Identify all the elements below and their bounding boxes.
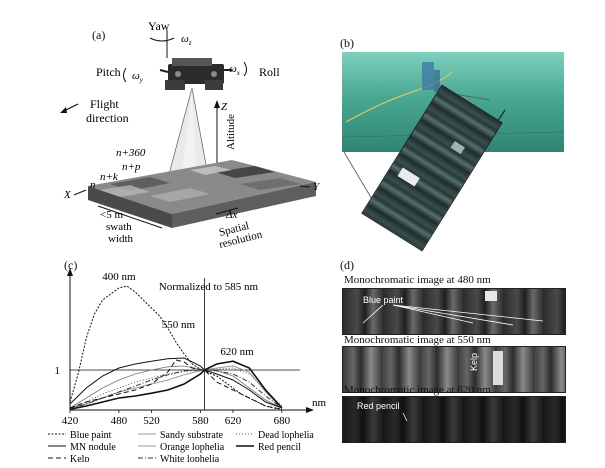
y-tick-label: 1 bbox=[55, 365, 61, 377]
panel-b-label: (b) bbox=[340, 36, 354, 50]
series-line bbox=[69, 359, 282, 410]
legend-entry: MN nodule bbox=[70, 442, 116, 453]
x-tick-label: 620 bbox=[225, 415, 242, 427]
yaw-arc bbox=[149, 37, 175, 42]
series-line bbox=[69, 357, 283, 409]
legend-entry: Sandy substrate bbox=[160, 430, 224, 441]
altitude-label: Altitude bbox=[225, 114, 237, 150]
omega-z: ωz bbox=[181, 33, 192, 47]
axis-y-label: Y bbox=[313, 181, 321, 193]
pitch-label: Pitch bbox=[96, 65, 121, 79]
legend-entry: White lophelia bbox=[160, 454, 220, 462]
axis-z-label: Z bbox=[221, 101, 228, 113]
roll-label: Roll bbox=[259, 65, 280, 79]
delta-x-label: Δx bbox=[225, 209, 237, 221]
omega-x: ωx bbox=[229, 63, 241, 77]
line-np-label: n+p bbox=[122, 161, 141, 173]
mono-image-550: Kelp bbox=[342, 346, 566, 393]
blue-paint-label: Blue paint bbox=[363, 295, 404, 305]
x-tick-label: 520 bbox=[143, 415, 160, 427]
kelp-label: Kelp bbox=[469, 352, 480, 372]
panel-a-diagram: Yaw ωz Pitch ωy ωx Roll Flight direction… bbox=[60, 19, 321, 250]
series-line bbox=[69, 369, 283, 410]
series-line bbox=[69, 285, 282, 410]
swath-label-1: <5 m bbox=[100, 209, 123, 221]
x-axis-label: nm bbox=[312, 397, 327, 409]
spectra-chart: 420 480 520 580 620 680 nm 1 Normalized to 585 n… bbox=[48, 268, 327, 462]
flight-direction-label-1: Flight bbox=[90, 97, 119, 111]
swath-dimension-line bbox=[97, 205, 163, 229]
line-nk-label: n+k bbox=[100, 171, 119, 183]
mono-image-620: Red pencil bbox=[342, 396, 566, 443]
x-axis-arrow bbox=[306, 407, 314, 413]
bright-object bbox=[397, 167, 420, 187]
mono-title-620: Monochromatic image at 620 nm bbox=[344, 384, 491, 396]
line-n360-label: n+360 bbox=[116, 147, 146, 159]
x-tick-label: 480 bbox=[111, 415, 128, 427]
x-tick-label: 680 bbox=[274, 415, 291, 427]
omega-y: ωy bbox=[132, 70, 144, 84]
roll-arc bbox=[243, 61, 247, 77]
legend-entry: Orange lophelia bbox=[160, 442, 225, 453]
mono-title-550: Monochromatic image at 550 nm bbox=[344, 334, 491, 346]
tether-line bbox=[345, 71, 453, 123]
rov-vehicle bbox=[159, 58, 232, 90]
swath-label-2: swath bbox=[106, 221, 132, 233]
line-n-label: n bbox=[90, 179, 96, 191]
peak-label: 550 nm bbox=[162, 319, 196, 331]
legend-entry: Dead lophelia bbox=[258, 430, 314, 441]
legend-entry: Blue paint bbox=[70, 430, 112, 441]
x-tick-label: 420 bbox=[62, 415, 79, 427]
series-line bbox=[69, 365, 283, 409]
flight-direction-label-2: direction bbox=[86, 111, 129, 125]
seafloor-slab bbox=[88, 160, 316, 228]
peak-label: 620 nm bbox=[220, 346, 254, 358]
legend-entry: Red pencil bbox=[258, 442, 301, 453]
chart-title: Normalized to 585 nm bbox=[159, 281, 259, 293]
panel-c-label: (c) bbox=[64, 258, 78, 272]
swath-label-3: width bbox=[108, 233, 134, 245]
x-tick-label: 580 bbox=[192, 415, 209, 427]
mono-image-480: Blue paint bbox=[342, 288, 566, 335]
panel-d-label: (d) bbox=[340, 258, 354, 272]
axis-x-label: X bbox=[63, 189, 72, 201]
mono-title-480: Monochromatic image at 480 nm bbox=[344, 274, 491, 286]
red-pencil-label: Red pencil bbox=[357, 401, 400, 411]
yaw-label: Yaw bbox=[148, 19, 170, 33]
pitch-arc bbox=[123, 67, 127, 83]
y-axis-arrow bbox=[67, 268, 73, 276]
series-line bbox=[69, 367, 283, 409]
frame-object bbox=[422, 62, 434, 90]
peak-label: 400 nm bbox=[102, 271, 136, 283]
series-line bbox=[69, 360, 283, 410]
panel-a-label: (a) bbox=[92, 28, 106, 42]
legend-entry: Kelp bbox=[70, 454, 89, 462]
